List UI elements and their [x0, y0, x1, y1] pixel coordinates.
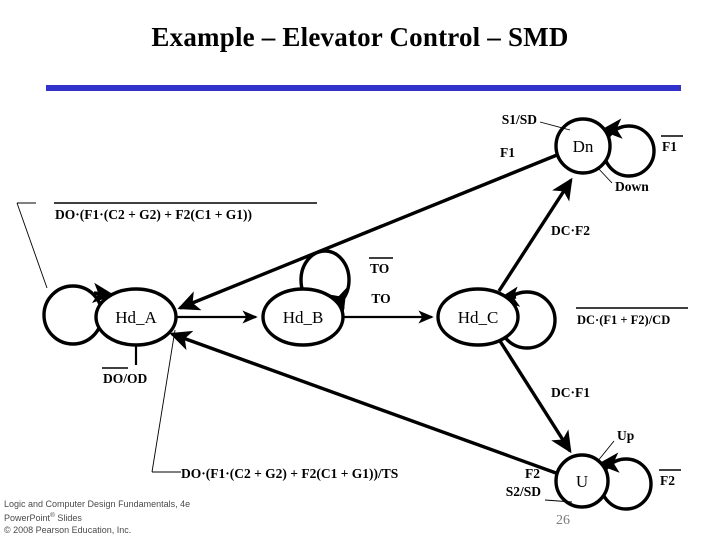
footer-line-1: Logic and Computer Design Fundamentals, …: [4, 498, 191, 509]
annotation-do-od: DO/OD: [102, 345, 148, 386]
footer-line-3: © 2008 Pearson Education, Inc.: [4, 524, 132, 535]
self-loop-text-hd-b: TO: [370, 261, 389, 276]
footer-slides-text: Slides: [54, 513, 82, 523]
transition-label-dc-f2: DC·F2: [551, 223, 590, 238]
self-loop-u: F2: [597, 452, 681, 511]
state-node-hd-c[interactable]: Hd_C: [436, 287, 520, 347]
state-label-u: U: [576, 472, 588, 491]
self-loop-label-hd-b: TO: [369, 257, 393, 276]
transition-label-f2: F2: [525, 466, 540, 481]
annotation-down: Down: [596, 166, 649, 194]
registered-trademark-icon: ®: [50, 512, 55, 519]
transition-dn-to-hd-a: F1: [177, 145, 558, 311]
state-node-hd-b[interactable]: Hd_B: [261, 287, 345, 347]
footer-powerpoint-text: PowerPoint: [4, 513, 51, 523]
transition-label-f1: F1: [500, 145, 515, 160]
self-loop-label-u: F2: [659, 469, 681, 488]
self-loop-hd-a: DO·(F1·(C2 + G2) + F2(C1 + G1)): [16, 202, 317, 346]
annotation-text-reset: DO·(F1·(C2 + G2) + F2(C1 + G1))/TS: [181, 466, 398, 481]
title-divider: [46, 85, 681, 91]
self-loop-dn: F1: [600, 118, 683, 178]
transition-hd-c-to-u: DC·F1: [498, 340, 590, 454]
transition-label-dc-f1: DC·F1: [551, 385, 590, 400]
state-label-dn: Dn: [573, 137, 594, 156]
self-loop-label-hd-c: DC·(F1 + F2)/CD: [576, 307, 688, 327]
state-label-hd-b: Hd_B: [283, 308, 324, 327]
transition-u-to-hd-a: F2: [169, 330, 557, 481]
annotation-text-down: Down: [615, 179, 649, 194]
transition-hd-b-to-hd-c: TO: [344, 291, 434, 324]
page-title: Example – Elevator Control – SMD: [151, 22, 569, 52]
state-label-hd-c: Hd_C: [458, 308, 499, 327]
annotation-text-s2-sd: S2/SD: [506, 484, 542, 499]
transition-label-to: TO: [371, 291, 390, 306]
state-node-hd-a[interactable]: Hd_A: [94, 287, 178, 347]
page-number: 26: [556, 513, 570, 528]
self-loop-text-dn: F1: [662, 139, 677, 154]
self-loop-text-hd-c: DC·(F1 + F2)/CD: [577, 313, 670, 327]
self-loop-text-u: F2: [660, 473, 675, 488]
annotation-reset-to-hd-a: DO·(F1·(C2 + G2) + F2(C1 + G1))/TS: [151, 329, 398, 481]
annotation-text-s1-sd: S1/SD: [502, 112, 538, 127]
footer-line-2: PowerPoint® Slides: [4, 510, 190, 525]
state-label-hd-a: Hd_A: [115, 308, 157, 327]
self-loop-label-hd-a: DO·(F1·(C2 + G2) + F2(C1 + G1)): [54, 202, 317, 222]
annotation-text-do-od: DO/OD: [103, 371, 148, 386]
annotation-s2-sd: S2/SD: [506, 484, 573, 503]
state-node-u[interactable]: U: [554, 453, 610, 509]
transition-hd-c-to-dn: DC·F2: [497, 177, 590, 292]
annotation-s1-sd: S1/SD: [502, 112, 571, 131]
footer: Logic and Computer Design Fundamentals, …: [4, 499, 190, 537]
state-node-dn[interactable]: Dn: [554, 117, 612, 175]
annotation-text-up: Up: [617, 428, 634, 443]
self-loop-hd-c: DC·(F1 + F2)/CD: [497, 286, 688, 350]
self-loop-text-hd-a: DO·(F1·(C2 + G2) + F2(C1 + G1)): [55, 207, 252, 222]
self-loop-label-dn: F1: [661, 135, 683, 154]
annotation-up: Up: [596, 428, 634, 463]
